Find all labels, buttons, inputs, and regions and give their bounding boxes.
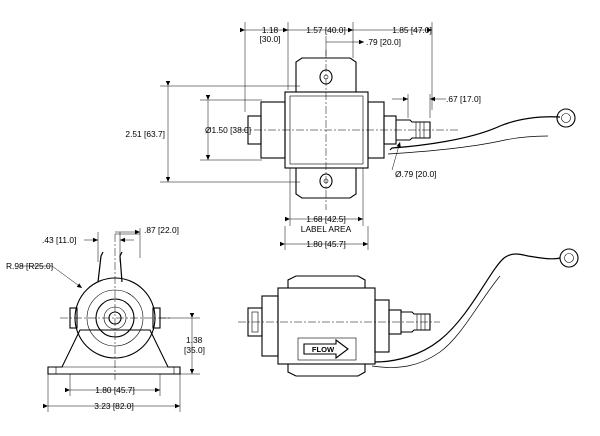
- side-view: [238, 248, 579, 377]
- dim-height-total: 2.51 [63.7]: [125, 129, 165, 139]
- dim-label-area-width: 1.68 [42.5]: [306, 214, 346, 224]
- dim-top-left-offset: 1.18: [262, 25, 279, 35]
- dim-base-height-mm: [35.0]: [184, 345, 205, 355]
- dim-top-center-width: 1.57 [40.0]: [306, 25, 346, 35]
- dim-port-diameter: Ø.79 [20.0]: [395, 169, 436, 179]
- flow-label: FLOW: [312, 345, 335, 354]
- dim-top-inner-offset: .79 [20.0]: [366, 37, 401, 47]
- dim-top-right-width: 1.85 [47.0]: [392, 25, 432, 35]
- dim-port-length: .67 [17.0]: [446, 94, 481, 104]
- dim-base-width: 3.23 [82.0]: [94, 401, 134, 411]
- end-view: [20, 228, 200, 412]
- dim-body-diameter: Ø1.50 [38.0]: [205, 125, 251, 135]
- top-view: [160, 22, 576, 250]
- dim-wire-spacing: .43 [11.0]: [42, 235, 76, 245]
- dim-radius: R.98 [R25.0]: [6, 261, 53, 271]
- dim-base-height: 1.38: [186, 335, 203, 345]
- dim-label-area-text: LABEL AREA: [301, 224, 352, 234]
- dim-top-left-offset-mm: [30.0]: [260, 34, 281, 44]
- dim-wire-offset: .87 [22.0]: [144, 225, 179, 235]
- dim-body-width: 1.80 [45.7]: [306, 239, 346, 249]
- dim-mount-hole-spacing: 1.80 [45.7]: [95, 385, 135, 395]
